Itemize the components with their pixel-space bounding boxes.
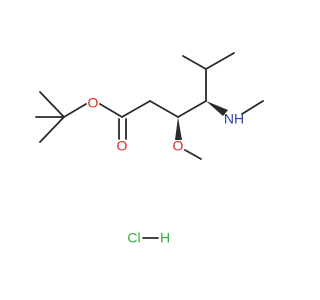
bond-ch-to-methyl-left [182,55,207,70]
bond-ch2-to-c3 [149,100,179,118]
bond-c3-to-c4 [177,100,207,118]
bond-ester-o-to-carbonyl [99,103,123,118]
bond-carbonyl-to-ch2 [121,100,151,118]
salt-cl-label: Cl [127,230,140,246]
bond-nh-to-methyl [241,100,264,115]
amine-nh-label: NH [224,111,244,127]
structure-diagram: O O O NH Cl H [35,52,264,246]
bond-tbu-methyl-bottom [39,116,65,143]
bond-methoxy-o-to-methyl [184,149,202,160]
methoxy-oxygen-label: O [173,138,184,154]
carbonyl-oxygen-label: O [117,138,128,154]
salt-h-label: H [160,230,170,246]
ester-oxygen-label: O [88,95,99,111]
bond-ch-to-methyl-right [205,52,235,70]
wedge-bond-c3-methoxy [175,117,182,140]
bond-tbu-to-ester-o [63,103,87,118]
bond-tbu-methyl-top [39,91,65,118]
wedge-bond-c4-nh [206,101,228,116]
